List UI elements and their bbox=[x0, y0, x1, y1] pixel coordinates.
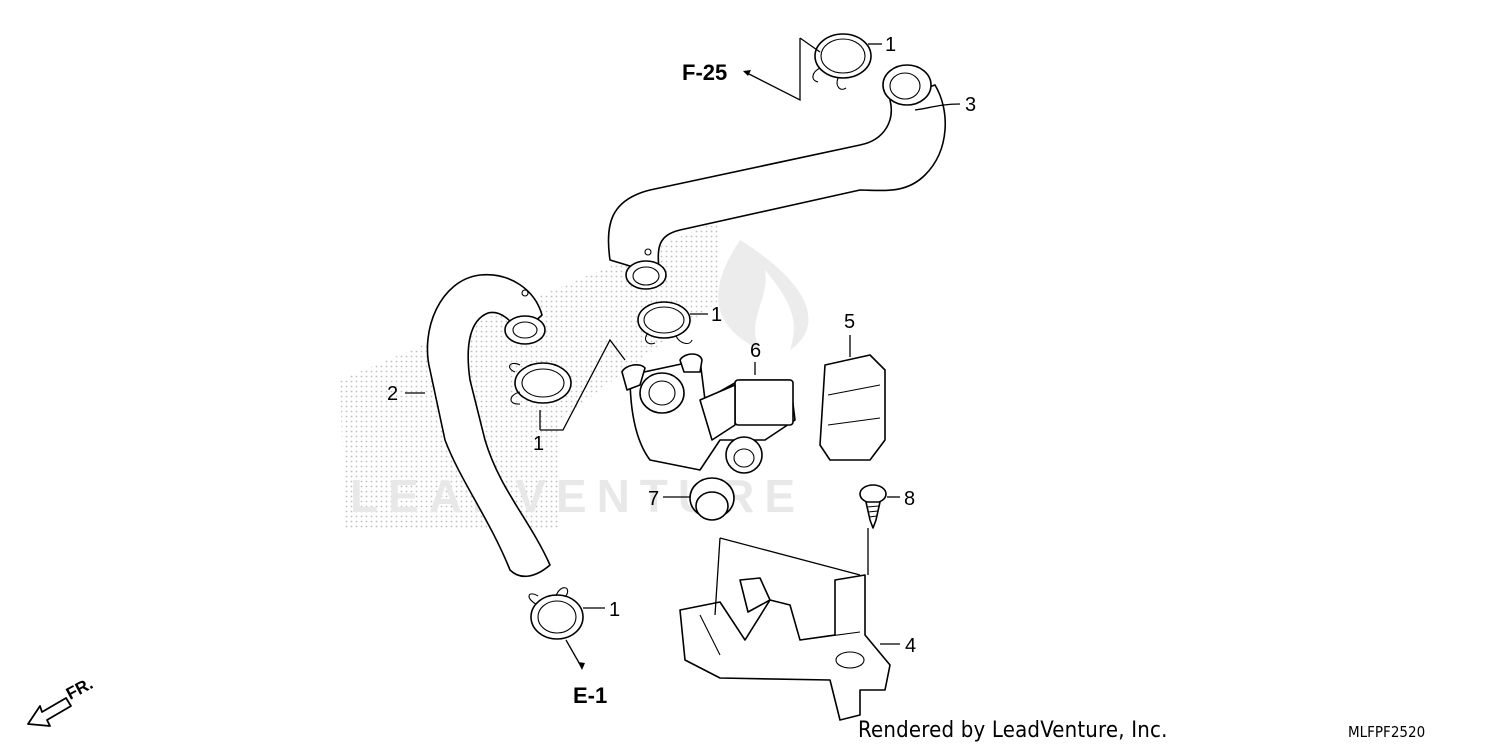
reference-f25[interactable]: F-25 bbox=[682, 60, 727, 85]
part-7-grommet[interactable] bbox=[689, 477, 735, 521]
part-2-lower-hose[interactable] bbox=[426, 273, 551, 578]
part-4-bracket[interactable] bbox=[679, 574, 891, 721]
part-1-clamp-bottom[interactable] bbox=[528, 587, 584, 640]
render-credit: Rendered by LeadVenture, Inc. bbox=[858, 718, 1168, 743]
part-1-clamp-top[interactable] bbox=[812, 33, 872, 90]
front-direction-arrow: FR. bbox=[27, 674, 96, 727]
callout-6: 6 bbox=[750, 340, 761, 362]
part-1-clamp-mid[interactable] bbox=[637, 301, 693, 345]
callout-1-mid: 1 bbox=[711, 304, 722, 326]
callout-1-top: 1 bbox=[885, 34, 896, 56]
callout-3: 3 bbox=[965, 94, 976, 116]
callout-1-left: 1 bbox=[533, 433, 544, 455]
part-3-upper-hose[interactable] bbox=[607, 64, 947, 290]
callout-2: 2 bbox=[387, 383, 398, 405]
part-1-clamp-left[interactable] bbox=[509, 362, 572, 405]
part-6-valve[interactable] bbox=[621, 353, 796, 474]
callout-4: 4 bbox=[905, 635, 916, 657]
callout-8: 8 bbox=[904, 488, 915, 510]
part-5-rubber-mount[interactable] bbox=[819, 354, 886, 461]
callout-7: 7 bbox=[648, 488, 659, 510]
arrowheads bbox=[578, 70, 751, 670]
front-direction-label: FR. bbox=[63, 674, 96, 704]
diagram-code: MLFPF2520 bbox=[1348, 723, 1426, 741]
reference-e1[interactable]: E-1 bbox=[573, 683, 607, 708]
callout-1-bottom: 1 bbox=[609, 599, 620, 621]
watermark-text: LEADVENTURE bbox=[350, 470, 805, 522]
callout-5: 5 bbox=[844, 311, 855, 333]
part-8-screw[interactable] bbox=[859, 484, 887, 529]
